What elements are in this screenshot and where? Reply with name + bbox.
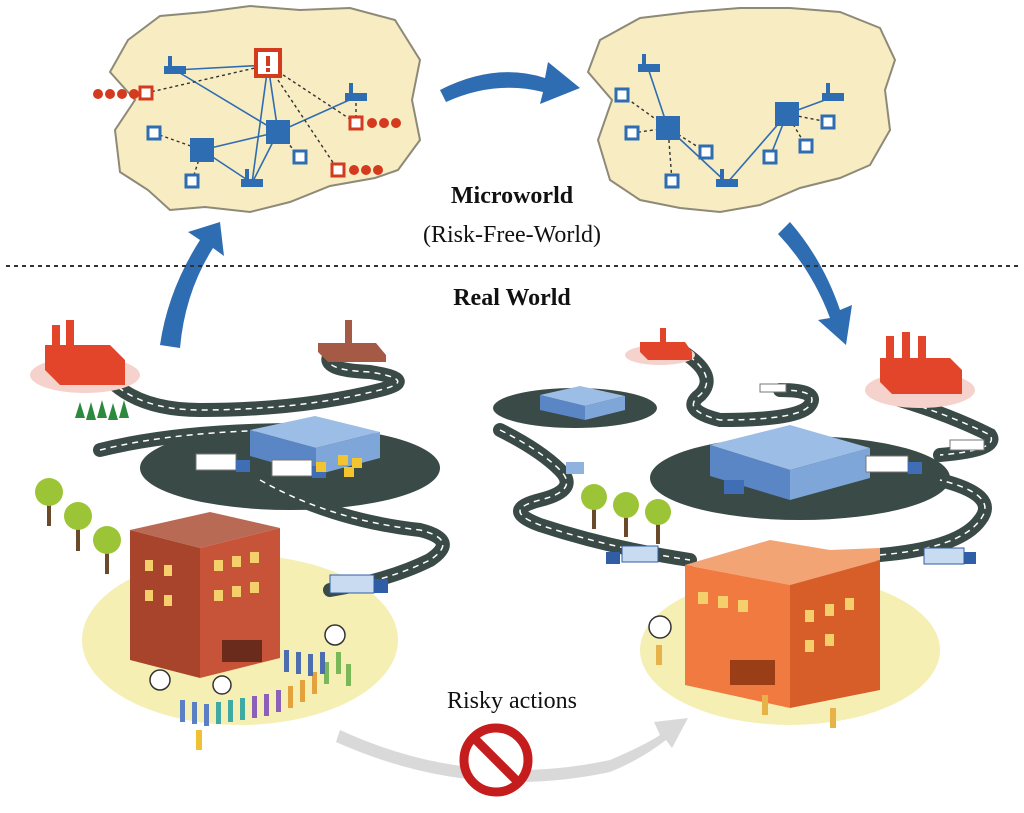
warehouse-icon [710, 425, 870, 500]
microworld-map-before [93, 4, 422, 214]
person-icon [93, 89, 401, 175]
store-icon [146, 125, 308, 189]
real-world-left [30, 320, 450, 750]
real-world-title: Real World [453, 285, 571, 311]
real-world-right [493, 328, 999, 728]
microworld-map-after [586, 7, 897, 214]
warehouse-icon [540, 386, 625, 420]
truck-icon [566, 383, 985, 565]
factory-icon [164, 56, 367, 187]
tree-icon [581, 484, 671, 544]
store-icon [685, 540, 880, 708]
risk-node-icon [138, 48, 364, 178]
warehouse-icon [190, 120, 290, 162]
store-icon [130, 512, 280, 678]
warehouse-icon [656, 102, 799, 140]
factory-icon [638, 54, 844, 187]
arrow-down-icon [778, 222, 852, 345]
factory-icon [625, 328, 695, 365]
tree-icon [75, 400, 129, 420]
risky-actions-label: Risky actions [447, 688, 577, 714]
factory-icon [318, 320, 386, 362]
microworld-title: Microworld [450, 183, 574, 209]
crate-icon [316, 455, 362, 477]
curved-arrow-icon [336, 718, 688, 782]
microworld-subtitle: (Risk-Free-World) [422, 222, 602, 248]
arrow-up-icon [160, 222, 224, 348]
store-icon [614, 87, 836, 189]
factory-icon [865, 332, 975, 408]
factory-icon [30, 320, 140, 393]
arrow-right-icon [440, 62, 580, 104]
tree-icon [35, 478, 121, 574]
person-icon [149, 624, 351, 750]
no-entry-icon [459, 723, 533, 797]
person-icon [648, 615, 836, 728]
